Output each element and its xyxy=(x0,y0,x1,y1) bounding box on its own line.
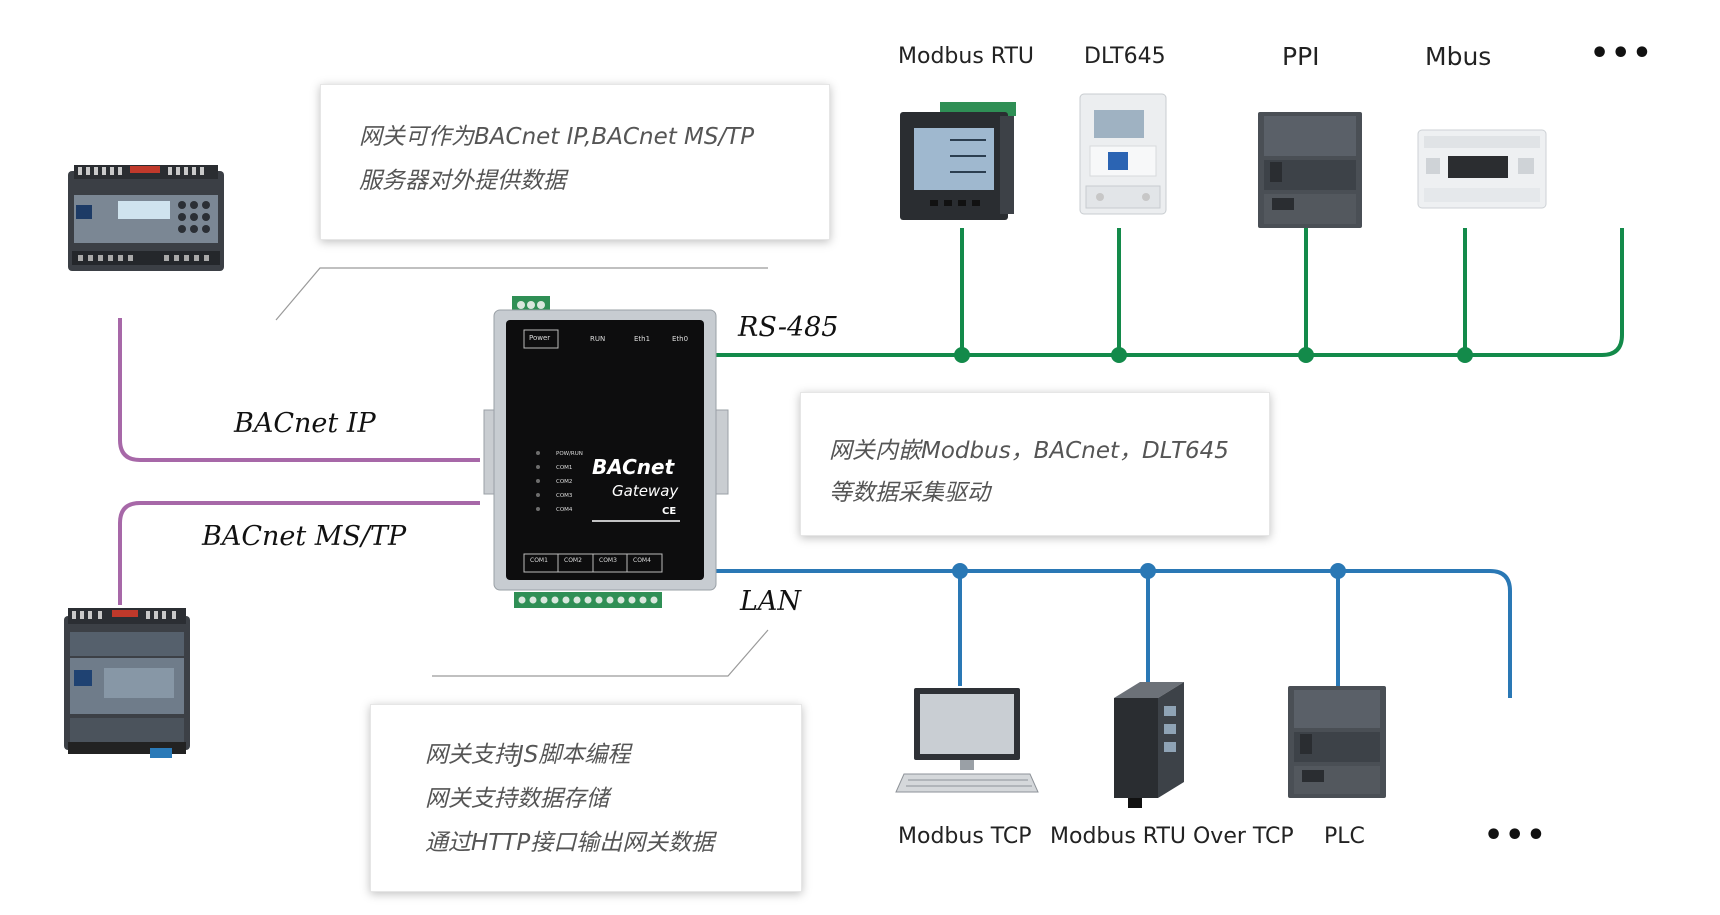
callout-line: 网关支持数据存储 xyxy=(425,786,609,812)
gateway-brand: BACnet xyxy=(592,455,676,479)
pointer-top-left xyxy=(275,267,768,321)
modbus-rtu-over-tcp-device-image xyxy=(1114,682,1184,808)
label-lan: LAN xyxy=(740,586,802,617)
rs485-bus xyxy=(712,228,1624,357)
label-bacnet-ip: BACnet IP xyxy=(234,408,376,439)
label-mbus: Mbus xyxy=(1425,42,1492,71)
rs485-junctions xyxy=(954,347,1473,363)
plc-image xyxy=(1288,686,1386,798)
callout-line: 服务器对外提供数据 xyxy=(359,168,566,194)
label-modbus-tcp: Modbus TCP xyxy=(898,824,1032,849)
callout-line: 等数据采集驱动 xyxy=(829,480,990,506)
lan-main-line xyxy=(712,569,1512,698)
callout-top-left: 网关可作为BACnet IP,BACnet MS/TP 服务器对外提供数据 xyxy=(320,84,830,240)
callout-middle: 网关内嵌Modbus，BACnet，DLT645 等数据采集驱动 xyxy=(800,392,1270,536)
callout-line: 网关内嵌Modbus，BACnet，DLT645 xyxy=(829,438,1229,464)
junction-dot xyxy=(1298,347,1314,363)
callout-pointers xyxy=(275,267,769,677)
gateway-port-label: COM1 xyxy=(530,557,548,564)
label-bacnet-mstp: BACnet MS/TP xyxy=(202,521,407,552)
label-plc: PLC xyxy=(1324,824,1365,849)
callout-line: 网关可作为BACnet IP,BACnet MS/TP xyxy=(359,124,755,150)
ppi-plc-image xyxy=(1258,112,1362,228)
bacnet-controller-bottom-image xyxy=(64,608,190,758)
label-rs485: RS-485 xyxy=(738,312,839,343)
bacnet-ip-line xyxy=(118,318,480,462)
junction-dot xyxy=(1140,563,1156,579)
callout-bottom: 网关支持JS脚本编程 网关支持数据存储 通过HTTP接口输出网关数据 xyxy=(370,704,802,892)
gateway-top-label: Power xyxy=(529,334,550,342)
bacnet-mstp-line xyxy=(118,501,480,605)
more-devices-top: ••• xyxy=(1590,36,1654,71)
gateway-led-label: COM4 xyxy=(556,507,573,513)
gateway-port-label: COM2 xyxy=(564,557,582,564)
gateway-port-label: COM3 xyxy=(599,557,617,564)
label-dlt645: DLT645 xyxy=(1084,44,1166,69)
gateway-led-label: COM3 xyxy=(556,493,573,499)
gateway-led-label: COM2 xyxy=(556,479,572,485)
junction-dot xyxy=(954,347,970,363)
gateway-port-label: COM4 xyxy=(633,557,651,564)
bacnet-controller-top-image xyxy=(68,165,224,271)
callout-line: 通过HTTP接口输出网关数据 xyxy=(425,830,715,856)
gateway-top-label: Eth1 xyxy=(634,335,650,343)
junction-dot xyxy=(952,563,968,579)
callout-line: 网关支持JS脚本编程 xyxy=(425,742,631,768)
label-modbus-rtu: Modbus RTU xyxy=(898,44,1034,69)
modbus-tcp-computer-image xyxy=(895,688,1039,793)
gateway-top-label: Eth0 xyxy=(672,335,688,343)
modbus-rtu-meter-image xyxy=(900,102,1016,220)
label-ppi: PPI xyxy=(1282,42,1320,71)
junction-dot xyxy=(1457,347,1473,363)
more-devices-bottom: ••• xyxy=(1484,818,1548,853)
lan-junctions xyxy=(952,563,1346,579)
lan-bus xyxy=(712,569,1512,698)
bacnet-lines xyxy=(118,318,480,605)
gateway-ce-mark: CE xyxy=(662,506,676,517)
mbus-meter-image xyxy=(1417,129,1547,209)
pointer-bottom xyxy=(432,629,769,677)
gateway-top-label: RUN xyxy=(590,335,605,343)
gateway-led-label: COM1 xyxy=(556,465,572,471)
gateway-subtitle: Gateway xyxy=(612,482,679,500)
gateway-led-label: POW/RUN xyxy=(556,451,583,457)
junction-dot xyxy=(1111,347,1127,363)
junction-dot xyxy=(1330,563,1346,579)
bacnet-gateway-image: Power RUN Eth1 Eth0 POW/RUN COM1 COM2 CO… xyxy=(483,296,729,608)
rs485-main-line xyxy=(712,228,1624,357)
label-modbus-rtu-over-tcp: Modbus RTU Over TCP xyxy=(1050,824,1294,849)
dlt645-meter-image xyxy=(1079,93,1167,215)
